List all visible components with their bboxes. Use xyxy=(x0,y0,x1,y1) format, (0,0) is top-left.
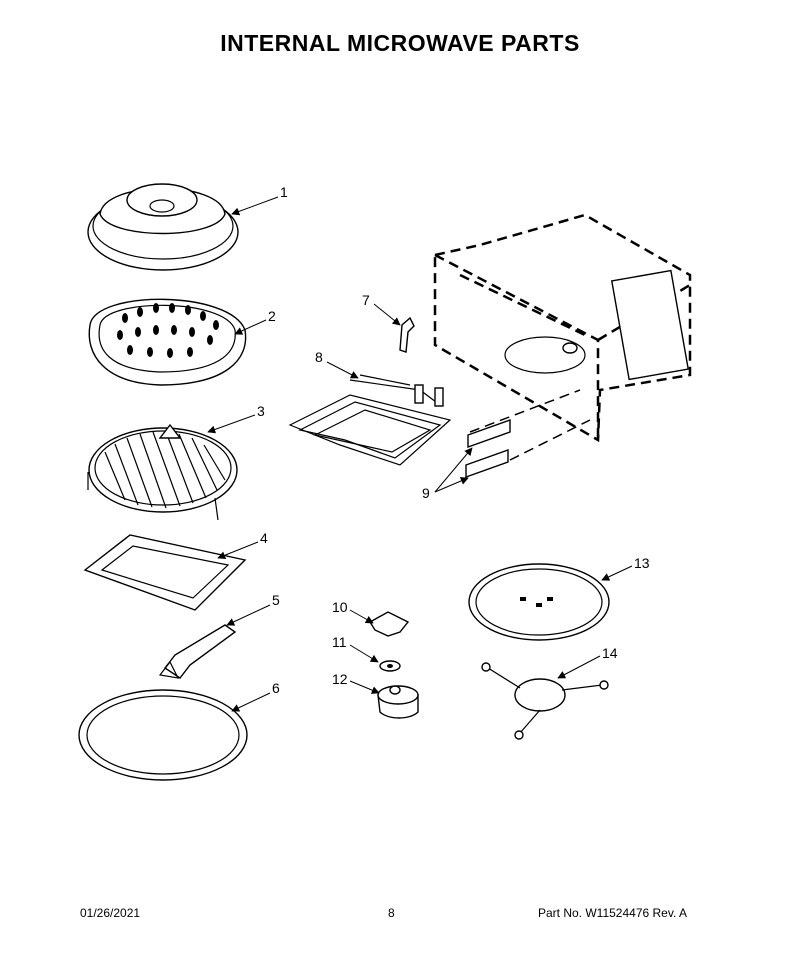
part-14-roller-guide xyxy=(481,662,609,740)
callout-7: 7 xyxy=(362,292,370,308)
page-title: INTERNAL MICROWAVE PARTS xyxy=(220,30,580,56)
part-2-crisper-pan xyxy=(88,298,247,386)
part-11-washer xyxy=(379,660,401,672)
callout-14: 14 xyxy=(602,645,618,661)
part-1-cover xyxy=(87,183,239,271)
callout-2: 2 xyxy=(268,308,276,324)
part-7-bracket xyxy=(399,316,415,353)
callout-11: 11 xyxy=(332,634,347,650)
callout-8: 8 xyxy=(315,349,323,365)
callout-4: 4 xyxy=(260,530,268,546)
callout-12: 12 xyxy=(332,671,348,687)
callout-13: 13 xyxy=(634,555,650,571)
callout-9: 9 xyxy=(422,485,430,501)
part-12-motor xyxy=(377,685,419,719)
footer-part-number: Part No. W11524476 Rev. A xyxy=(538,906,687,920)
part-8-heater xyxy=(288,374,452,466)
part-6-ring xyxy=(78,689,248,781)
leader-lines xyxy=(207,196,633,712)
part-4-tray xyxy=(83,534,247,611)
part-3-grill-rack xyxy=(87,423,238,521)
callout-5: 5 xyxy=(272,592,280,608)
part-5-handle xyxy=(158,624,237,679)
callout-6: 6 xyxy=(272,680,280,696)
callout-3: 3 xyxy=(257,403,265,419)
callout-10: 10 xyxy=(332,599,348,615)
footer-date: 01/26/2021 xyxy=(80,906,141,920)
part-13-turntable xyxy=(468,563,610,641)
part-10-coupler xyxy=(369,611,410,637)
cavity-housing xyxy=(433,213,692,443)
footer-page-number: 8 xyxy=(388,906,395,920)
callout-1: 1 xyxy=(280,184,288,200)
part-9-strips xyxy=(465,389,591,478)
